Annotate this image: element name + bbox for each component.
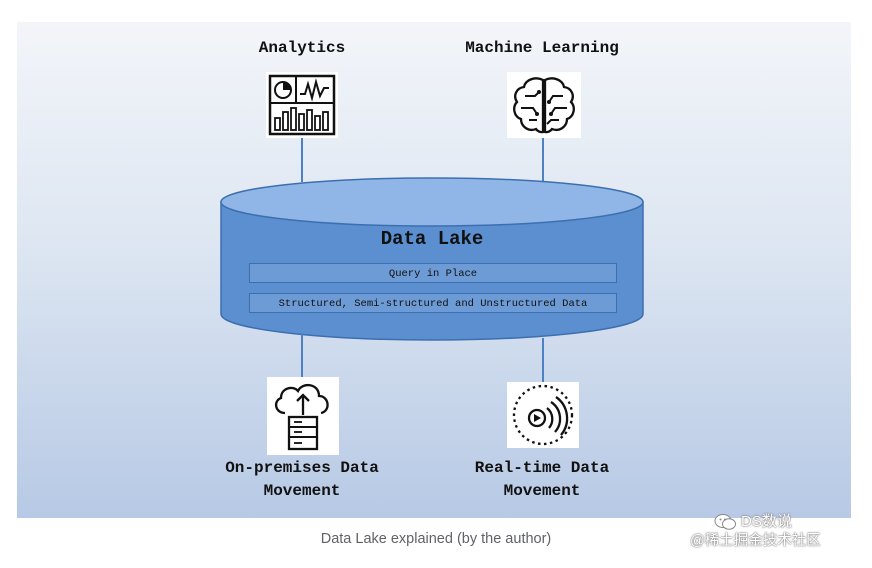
machine-learning-label: Machine Learning (465, 39, 619, 57)
analytics-label: Analytics (258, 39, 346, 57)
on-premises-connector (301, 334, 303, 377)
analytics-dashboard-icon (266, 72, 338, 138)
real-time-connector (542, 338, 544, 382)
data-types-band: Structured, Semi-structured and Unstruct… (249, 293, 617, 313)
real-time-label-line2: Movement (503, 482, 581, 500)
wechat-icon (714, 513, 736, 531)
on-premises-label-line2: Movement (263, 482, 341, 500)
brain-circuit-icon (507, 72, 581, 138)
figure-caption: Data Lake explained (by the author) (320, 531, 552, 547)
real-time-label-line1: Real-time Data (474, 459, 610, 477)
cloud-upload-server-icon (267, 377, 339, 455)
data-lake-cylinder (220, 177, 644, 341)
analytics-connector (301, 138, 303, 182)
watermark-line2: @稀土掘金技术社区 (690, 533, 821, 549)
on-premises-label-line1: On-premises Data (225, 459, 379, 477)
watermark: DS数说 @稀土掘金技术社区 (690, 512, 821, 551)
watermark-line1: DS数说 (741, 513, 792, 530)
machine-learning-connector (542, 138, 544, 182)
data-lake-title: Data Lake (380, 228, 484, 250)
stream-signal-icon (507, 382, 579, 448)
query-in-place-band: Query in Place (249, 263, 617, 283)
